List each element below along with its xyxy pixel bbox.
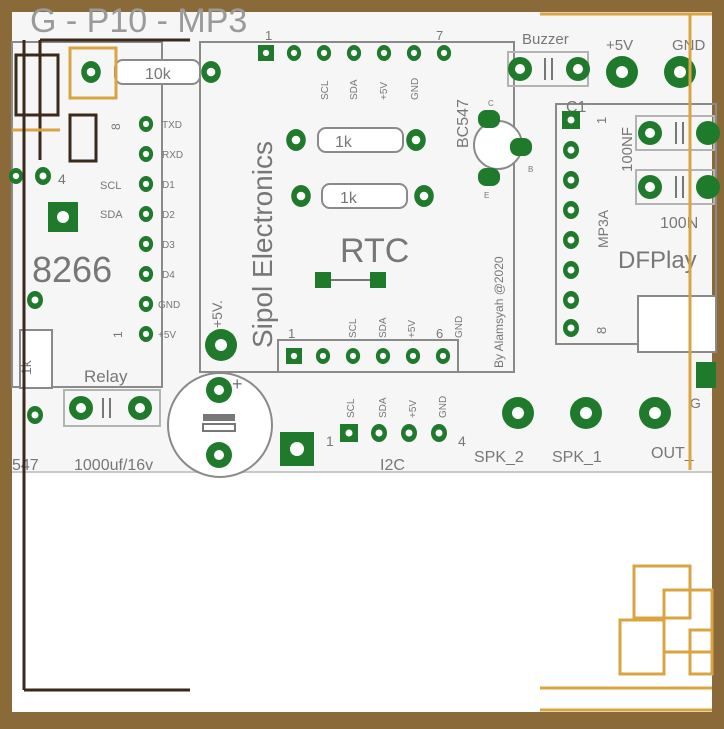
resistor-1k-b-body — [321, 183, 408, 209]
relay-resistor-pad-bottom — [27, 406, 43, 424]
dfplayer-sd-slot — [637, 295, 717, 353]
i2c-num-right: 4 — [458, 433, 466, 449]
mp3-pin-top: 1 — [594, 117, 609, 124]
rtc-jumper-left — [315, 272, 331, 288]
relay-outline — [63, 389, 161, 427]
esp-pin-d4: D4 — [162, 270, 175, 281]
esp-pin-d1: D1 — [162, 180, 175, 191]
cap-100nf-pad-right — [696, 121, 720, 145]
i2c-pin-sda: SDA — [378, 397, 389, 418]
rtc-bottom-pin-sda: SDA — [378, 317, 389, 338]
esp-pin-d3: D3 — [162, 240, 175, 251]
transistor-label: BC547 — [455, 99, 472, 148]
rtc-brand: Sipol Electronics — [247, 141, 278, 348]
resistor-1k-a-body — [317, 127, 404, 153]
left-pad — [35, 167, 51, 185]
resistor-10k-pad-left — [81, 61, 101, 83]
transistor-pin-e: E — [484, 191, 489, 200]
esp-pin-num-top: 8 — [109, 123, 123, 130]
esp-pin-num-bottom: 1 — [111, 331, 125, 338]
resistor-1k-a-pad-right — [406, 129, 426, 151]
i2c-pin-gnd: GND — [438, 396, 449, 418]
rtc-top-pin-gnd: GND — [410, 78, 421, 100]
decorative-corner-top-left — [12, 38, 190, 692]
esp-label: 8266 — [32, 249, 112, 290]
plus5v-side-label: +5V. — [209, 300, 225, 328]
esp-module-outline — [11, 41, 163, 388]
relay-label: Relay — [84, 367, 128, 386]
resistor-1k-b-pad-right — [414, 185, 434, 207]
resistor-1k-b-label: 1k — [340, 190, 358, 207]
g-cut-label: G — [690, 395, 701, 411]
resistor-10k-label: 10k — [145, 66, 172, 83]
transistor-pin-b: B — [528, 165, 533, 174]
transistor-pad-c — [478, 110, 500, 128]
dfplayer-outline — [555, 103, 717, 345]
decorative-corner-bottom-right — [540, 564, 714, 712]
out-label: OUT_ — [651, 445, 695, 462]
left-pad-cut — [8, 168, 24, 184]
left-pin-number: 4 — [58, 171, 66, 187]
i2c-pin-5v: +5V — [408, 400, 419, 418]
rtc-bottom-header-outline — [277, 339, 459, 373]
rtc-credit: By Alamsyah @2020 — [492, 256, 506, 368]
spk1-label: SPK_1 — [552, 449, 602, 466]
rtc-header-num-right: 7 — [436, 28, 443, 43]
relay-resistor-pad-top — [27, 291, 43, 309]
rtc-bottom-num-right: 6 — [436, 326, 443, 341]
resistor-1k-b-pad-left — [291, 185, 311, 207]
decorative-corner-top-right — [540, 12, 712, 470]
relay-resistor-label: 1k — [18, 359, 34, 375]
rtc-bottom-pin-scl: SCL — [348, 318, 359, 338]
buzzer-label: Buzzer — [522, 31, 569, 48]
esp-pin-5v: +5V — [158, 330, 176, 341]
esp-pin-txd: TXD — [162, 120, 182, 131]
i2c-pin-scl: SCL — [346, 398, 357, 418]
rtc-header-num-left: 1 — [265, 28, 272, 43]
esp-pin-sda: SDA — [100, 209, 123, 221]
cap-100nf-label: 100NF — [619, 127, 636, 172]
mp3-label: MP3A — [595, 209, 611, 248]
cap-100n-pad-right — [696, 175, 720, 199]
transistor-pad-e — [478, 168, 500, 186]
transistor-pin-c: C — [488, 99, 494, 108]
rtc-top-pin-sda: SDA — [349, 79, 360, 100]
mp3-pin-bottom: 8 — [594, 327, 609, 334]
pcb-board — [12, 12, 712, 472]
transistor-pad-b — [510, 138, 532, 156]
esp-pin-rxd: RXD — [162, 150, 183, 161]
pcb-title: G - P10 - MP3 — [30, 2, 247, 40]
cap-100n-label: 100N — [660, 215, 698, 232]
esp-pin-scl: SCL — [100, 180, 121, 192]
gnd-cut-pad — [696, 362, 716, 388]
i2c-num-left: 1 — [326, 433, 334, 449]
resistor-10k-pad-right — [201, 61, 221, 83]
spk2-label: SPK_2 — [474, 449, 524, 466]
electrolytic-label: 1000uf/16v — [74, 457, 153, 474]
esp-pin-gnd: GND — [158, 300, 180, 311]
plus5v-top-label: +5V — [606, 37, 633, 54]
rtc-top-pin-5v: +5V — [379, 82, 390, 100]
rtc-bottom-pin-5v: +5V — [407, 320, 418, 338]
rtc-jumper-right — [370, 272, 386, 288]
dfplayer-label: DFPlay — [618, 247, 697, 274]
rtc-top-pin-scl: SCL — [320, 80, 331, 100]
resistor-1k-a-pad-left — [286, 129, 306, 151]
rtc-bottom-pin-gnd: GND — [454, 316, 465, 338]
rtc-label: RTC — [340, 232, 409, 270]
rtc-bottom-num-left: 1 — [288, 326, 295, 341]
i2c-label: I2C — [380, 457, 405, 474]
resistor-1k-a-label: 1k — [335, 134, 353, 151]
esp-pin-d2: D2 — [162, 210, 175, 221]
svg-text:+: + — [232, 374, 243, 394]
